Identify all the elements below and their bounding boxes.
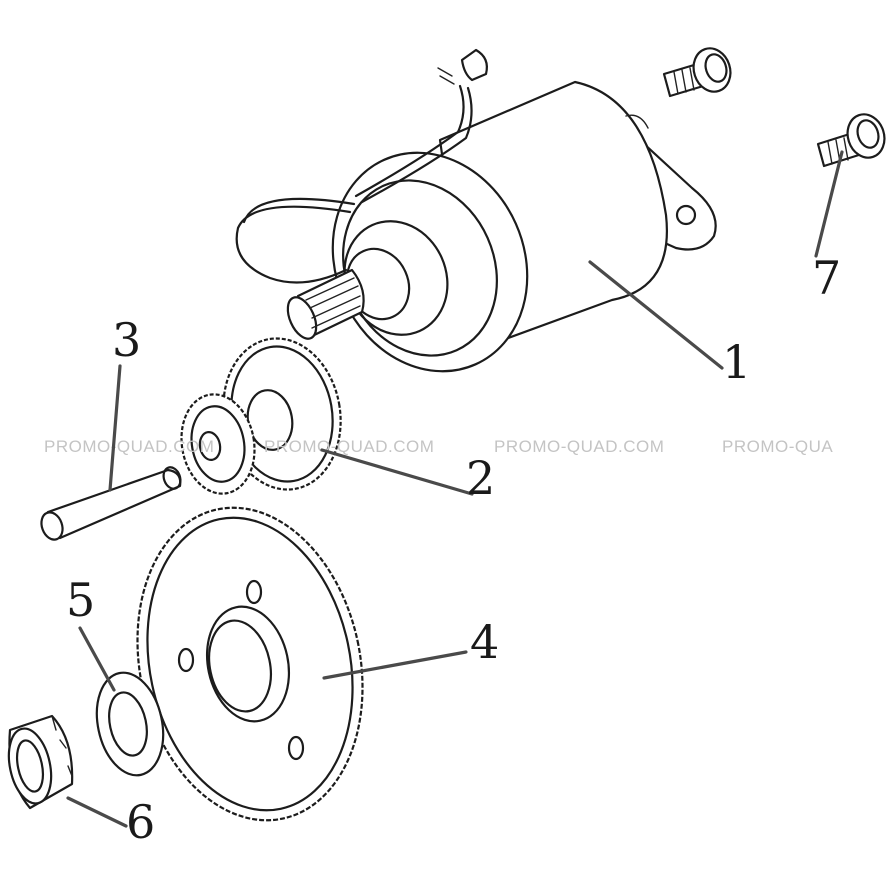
leader-line-2 <box>320 448 474 496</box>
leader-line-6 <box>66 796 128 828</box>
large-gear <box>136 506 364 822</box>
leader-line-7 <box>814 150 844 258</box>
leader-lines <box>66 150 844 828</box>
watermark-text: PROMO-QUAD.COM <box>264 437 434 456</box>
washer <box>95 671 165 777</box>
leader-line-5 <box>78 626 116 692</box>
starter-motor <box>235 48 717 373</box>
bolt-lower <box>816 113 886 168</box>
leader-line-4 <box>322 650 468 680</box>
callout-6: 6 <box>126 795 155 849</box>
leader-line-3 <box>108 364 122 492</box>
lock-nut <box>7 714 74 810</box>
callout-7: 7 <box>812 251 841 305</box>
callout-3: 3 <box>112 313 141 367</box>
callout-2: 2 <box>466 451 495 505</box>
callout-labels: 1 2 3 4 5 6 7 <box>66 251 841 849</box>
watermark: PROMO-QUAD.COM PROMO-QUAD.COM PROMO-QUAD… <box>44 437 833 456</box>
callout-1: 1 <box>722 335 751 389</box>
callout-4: 4 <box>470 615 499 669</box>
watermark-text: PROMO-QUAD.COM <box>44 437 214 456</box>
idler-gear <box>180 337 342 495</box>
callout-5: 5 <box>66 573 95 627</box>
bolt-upper <box>662 47 732 98</box>
leader-line-1 <box>588 260 724 370</box>
shaft-pin <box>40 466 182 541</box>
watermark-text: PROMO-QUA <box>722 437 833 456</box>
watermark-text: PROMO-QUAD.COM <box>494 437 664 456</box>
